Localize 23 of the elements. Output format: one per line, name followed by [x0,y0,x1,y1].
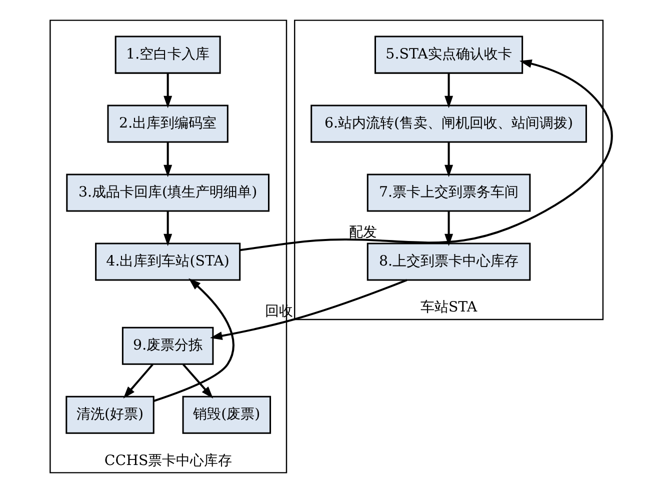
arrow [182,364,214,398]
node-box: 5.STA实点确认收卡 [374,36,524,74]
node-box: 9.废票分拣 [122,326,214,365]
arrow [444,211,454,246]
node-box: 销毁(废票) [182,396,272,434]
arrow [153,278,234,402]
node-box: 清洗(好票) [66,396,154,434]
node-box: 6.站内流转(售卖、闸机回收、站间调拨) [310,104,587,143]
node-box: 4.出库到车站(STA) [95,242,241,281]
arrow [164,211,172,246]
arrow [240,60,613,252]
arrow [210,279,408,340]
arrow [444,142,454,178]
node-box: 2.出库到编码室 [107,104,228,143]
node-box: 8.上交到票卡中心库存 [366,242,531,281]
node-box: 1.空白卡入库 [114,36,221,74]
node-box: 7.票卡上交到票务车间 [366,174,531,212]
arrow [164,142,172,178]
node-box: 3.成品卡回库(填生产明细单) [66,174,270,212]
arrow [444,73,454,108]
edge-label: 配发 [348,224,377,241]
arrow [123,364,154,398]
arrow [164,73,172,108]
